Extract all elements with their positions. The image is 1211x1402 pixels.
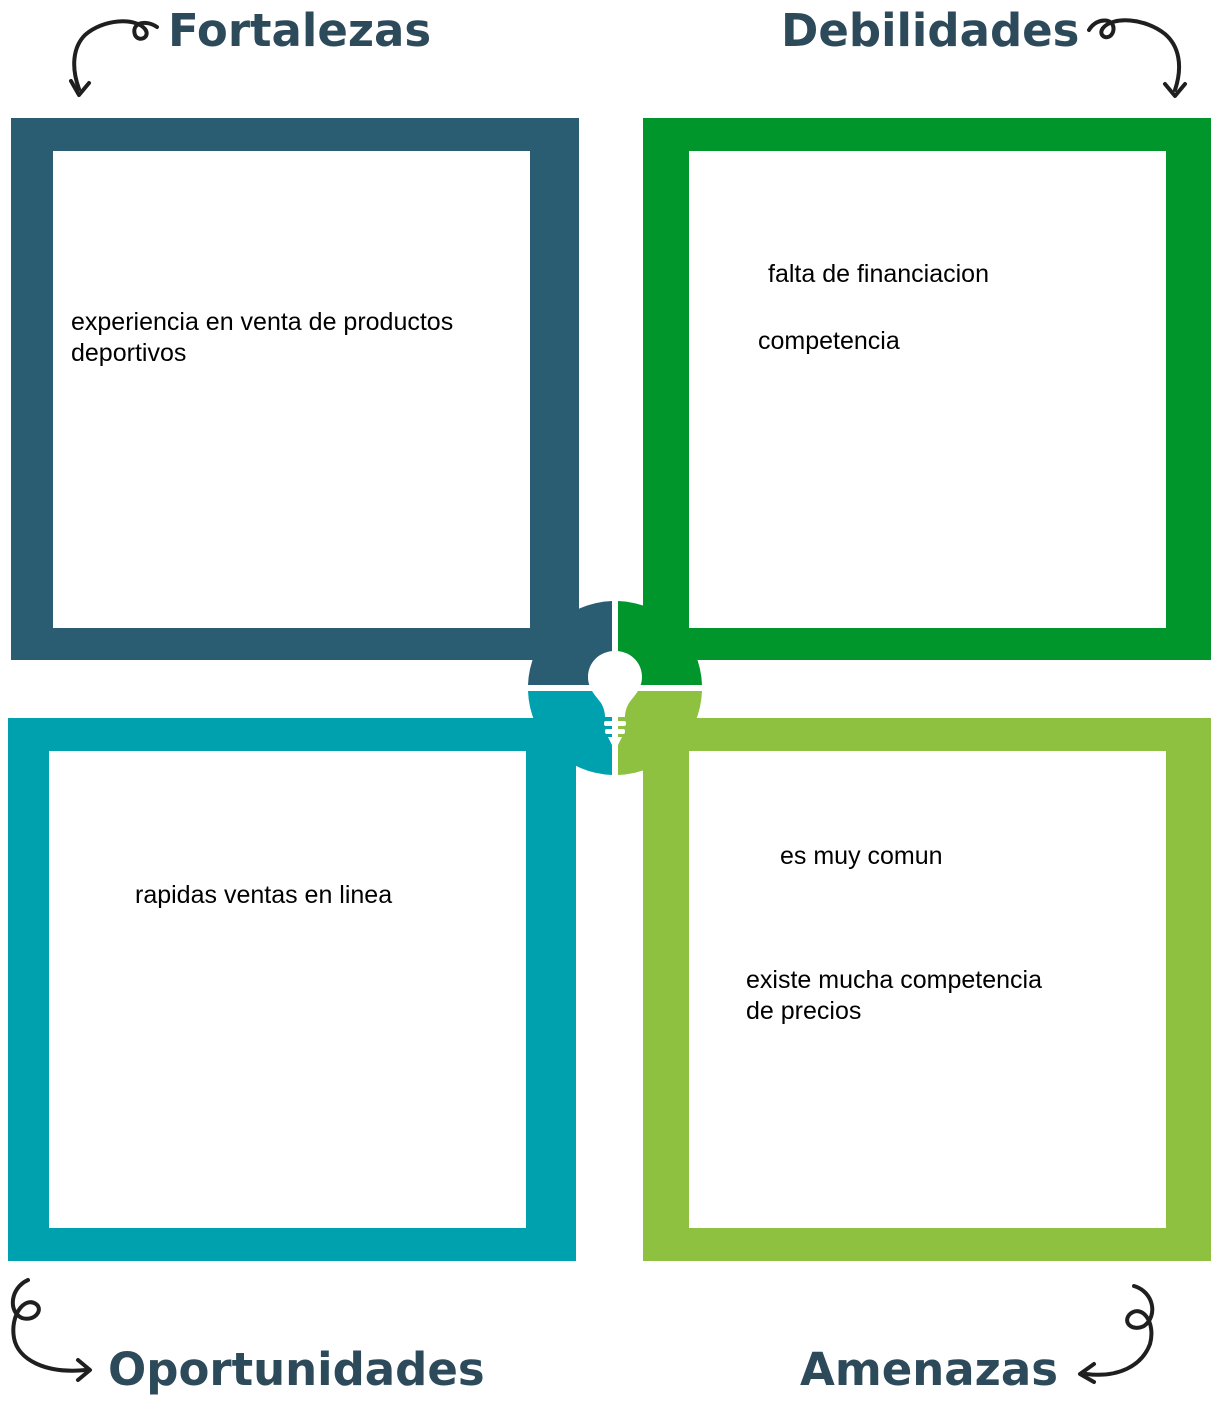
oportunidades-heading: Oportunidades [108,1343,485,1396]
oportunidades-box: rapidas ventas en linea [8,718,576,1261]
fortalezas-content: experiencia en venta de productos deport… [53,151,530,628]
oportunidades-text: rapidas ventas en linea [135,881,393,909]
amenazas-heading: Amenazas [800,1343,1058,1396]
debilidades-item: falta de financiacion [768,260,989,288]
fortalezas-heading: Fortalezas [168,4,432,57]
amenazas-box: es muy comun existe mucha competencia de… [643,718,1211,1261]
curly-arrow-icon [1087,18,1187,98]
debilidades-content: falta de financiacion competencia [689,151,1166,628]
curly-arrow-icon [1078,1284,1155,1384]
curly-arrow-icon [11,1278,92,1382]
debilidades-item: competencia [758,327,900,355]
amenazas-item: es muy comun [780,842,943,870]
debilidades-heading: Debilidades [781,4,1080,57]
debilidades-box: falta de financiacion competencia [643,118,1211,660]
fortalezas-text: experiencia en venta de productos deport… [71,308,454,367]
amenazas-content: es muy comun existe mucha competencia de… [689,751,1166,1228]
fortalezas-box: experiencia en venta de productos deport… [11,118,579,660]
oportunidades-content: rapidas ventas en linea [49,751,526,1228]
center-hub [528,601,702,775]
amenazas-item: existe mucha competencia de precios [746,966,1042,1025]
curly-arrow-icon [69,19,159,97]
lightbulb-icon [588,651,642,745]
